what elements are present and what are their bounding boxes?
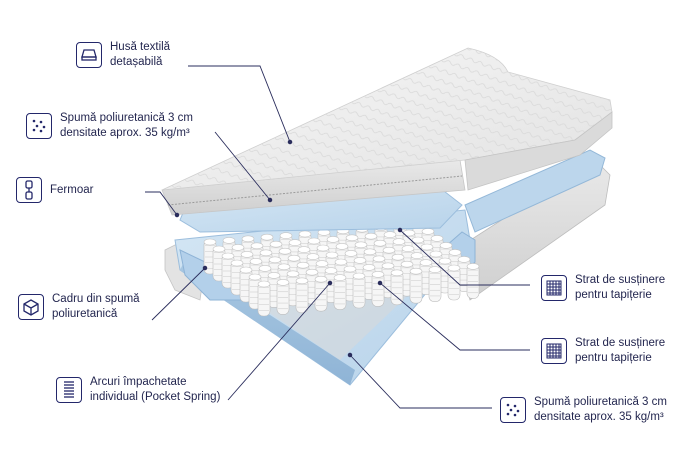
leader-support-1	[399, 229, 530, 286]
callout-zipper-label: Fermoar	[50, 183, 94, 196]
callout-foam-bottom-label: Spumă poliuretanică 3 cm densitate aprox…	[534, 396, 667, 423]
foam-dots-icon	[500, 397, 526, 423]
callout-cover-label: Husă textilă detașabilă	[110, 41, 171, 68]
callout-foam-top: Spumă poliuretanică 3 cm densitate aprox…	[26, 111, 193, 141]
callout-frame: Cadru din spumă poliuretanică	[18, 292, 140, 322]
foam-dots-icon	[26, 113, 52, 139]
pocket-spring	[333, 274, 347, 310]
callout-foam-top-label: Spumă poliuretanică 3 cm densitate aprox…	[60, 112, 193, 139]
leader-lines	[145, 65, 530, 409]
grid-icon	[541, 275, 567, 301]
pocket-spring	[295, 277, 309, 314]
leader-foam-bottom	[349, 354, 492, 409]
callout-zipper: Fermoar	[16, 177, 93, 203]
callout-frame-label: Cadru din spumă poliuretanică	[52, 293, 140, 320]
pocket-spring	[276, 279, 290, 315]
top-cover-quilt	[162, 48, 612, 190]
mattress-icon	[76, 42, 102, 68]
callout-support-2: Strat de susținere pentru tapițerie	[541, 336, 665, 366]
pocket-springs	[203, 221, 480, 317]
leader-support-2	[379, 282, 530, 351]
pocket-spring	[314, 275, 328, 312]
pocket-spring	[352, 272, 366, 309]
zipper-icon	[16, 177, 42, 203]
callout-foam-bottom: Spumă poliuretanică 3 cm densitate aprox…	[500, 395, 667, 425]
leader-frame	[151, 267, 206, 321]
callout-support-1: Strat de susținere pentru tapițerie	[541, 273, 665, 303]
cube-icon	[18, 294, 44, 320]
callout-cover: Husă textilă detașabilă	[76, 40, 170, 70]
pocket-spring	[257, 280, 271, 317]
pocket-spring	[390, 269, 404, 306]
pocket-spring	[466, 263, 480, 299]
spring-icon	[56, 377, 82, 403]
top-cover-end	[464, 111, 613, 191]
foam-frame-back	[464, 149, 606, 233]
pocket-spring	[447, 264, 461, 301]
pocket-spring	[409, 267, 423, 304]
pocket-spring	[371, 271, 385, 307]
leader-cover	[188, 65, 291, 143]
callout-support-2-label: Strat de susținere pentru tapițerie	[575, 337, 666, 364]
leader-springs	[227, 282, 331, 401]
callout-support-1-label: Strat de susținere pentru tapițerie	[575, 274, 666, 301]
zipper-line	[167, 175, 463, 206]
leader-foam-top	[214, 131, 271, 201]
pocket-spring	[428, 266, 442, 302]
leader-zipper	[145, 191, 178, 216]
grid-icon	[541, 338, 567, 364]
callout-springs-label: Arcuri împachetate individual (Pocket Sp…	[90, 376, 221, 403]
callout-springs: Arcuri împachetate individual (Pocket Sp…	[56, 375, 220, 405]
